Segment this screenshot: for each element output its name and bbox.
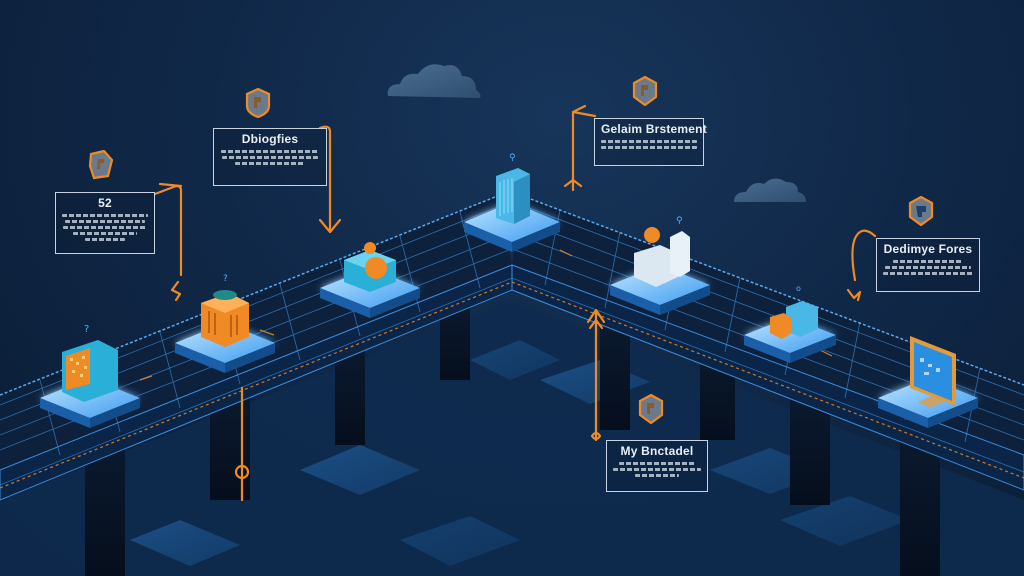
platform-p2[interactable]: ? [175,274,275,373]
shield-badge-icon [908,196,934,226]
arrow-down-icon [318,125,342,234]
platform-p3[interactable] [320,242,420,318]
callout-body-placeholder [883,260,973,275]
walkway-pillars [85,300,940,576]
callout-c5: My Bnctadel [606,440,708,492]
server-box-icon: ? [62,324,118,402]
computer-monitor-icon [910,336,956,408]
svg-text:?: ? [223,274,228,284]
orange-vault-icon: ? [201,274,249,347]
platform-p4[interactable]: ⚲ [464,153,560,252]
callout-c3: Gelaim Brstement [594,118,707,166]
callout-title: My Bnctadel [620,444,694,458]
shield-badge-icon [245,88,271,118]
callout-title: Gelaim Brstement [601,122,707,136]
svg-text:⚲: ⚲ [509,153,516,163]
callout-title: 52 [98,196,112,210]
stem-with-node-icon [234,386,250,502]
callout-c1: 52 [55,192,155,254]
svg-text:?: ? [84,324,89,335]
shield-badge-icon [88,150,114,180]
arrow-up-right-icon [153,182,183,302]
shield-badge-icon [638,394,664,424]
platform-p1[interactable]: ? [40,324,140,428]
connector-arrows [153,104,877,502]
treasure-chest-coin-icon [344,242,396,292]
callout-c2: Dbiogfies [213,128,327,186]
platform-p5[interactable]: ⚲ [610,216,710,315]
callout-body-placeholder [613,462,701,477]
callout-c4: Dedimye Fores [876,238,980,292]
callout-title: Dedimye Fores [883,242,973,256]
svg-text:⚲: ⚲ [676,216,683,226]
callout-body-placeholder [62,214,148,241]
bank-building-coin-icon: ⚲ [634,216,690,287]
callout-body-placeholder [220,150,320,165]
platform-p6[interactable]: o [744,284,836,363]
callout-body-placeholder [601,140,697,149]
arrow-curve-down-icon [846,229,877,302]
arrow-branch-icon [563,104,597,192]
skyscraper-icon: ⚲ [496,153,530,224]
platform-p7[interactable] [878,336,978,428]
callout-title: Dbiogfies [241,132,299,146]
svg-text:o: o [796,284,801,293]
cube-house-icon: o [770,284,818,339]
cloud-icon [387,64,481,98]
shield-badge-icon [632,76,658,106]
arrow-long-up-icon [586,308,606,442]
cloud-icon [734,178,806,202]
